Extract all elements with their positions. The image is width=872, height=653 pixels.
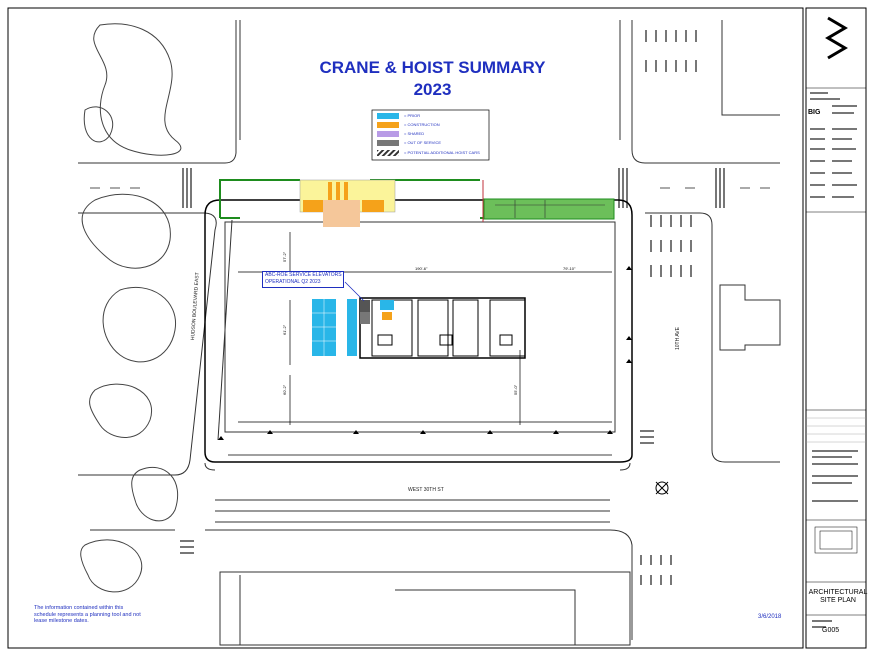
title-block — [806, 16, 866, 616]
sheet-number: G005 — [822, 627, 840, 634]
site-boundary — [204, 199, 633, 463]
callout-line2: OPERATIONAL Q2 2023 — [265, 279, 321, 285]
park-landscape — [80, 23, 182, 593]
page-title: CRANE & HOIST SUMMARY — [319, 58, 546, 77]
street-curbs — [78, 20, 780, 640]
page-subtitle-year: 2023 — [413, 80, 452, 99]
adjacent-buildings — [219, 20, 781, 646]
legend-label-shared: = SHARED — [404, 131, 425, 136]
legend-label-construction: = CONSTRUCTION — [404, 122, 440, 127]
hoist-cars — [312, 299, 394, 356]
sheet-title: ARCHITECTURAL SITE PLAN — [808, 589, 868, 604]
grid-markers — [218, 266, 632, 440]
title-block-text-lines — [810, 92, 858, 628]
callout-line1: ABC-ROE SERVICE ELEVATORS — [265, 272, 342, 278]
dim-label-4: 60'-2" — [282, 384, 287, 395]
legend-label-prior: = PRIOR — [404, 113, 421, 118]
dim-label-1: 79'-10" — [563, 266, 576, 271]
disclaimer-note: The information contained within this sc… — [34, 605, 141, 624]
street-label-east: 10TH AVE — [675, 327, 681, 350]
laydown-area — [483, 198, 615, 220]
dim-label-5: 55'-0" — [513, 384, 518, 395]
crosswalks — [180, 30, 725, 585]
street-label-south: WEST 30TH ST — [408, 487, 444, 493]
elevator-callout: ABC-ROE SERVICE ELEVATORS OPERATIONAL Q2… — [262, 271, 344, 288]
legend-label-out-of-service: = OUT OF SERVICE — [404, 140, 442, 145]
dim-label-0: 190'-6" — [415, 266, 428, 271]
title-block-grid — [806, 417, 866, 443]
dim-label-3: 61'-2" — [282, 324, 287, 335]
hoist-pad — [323, 200, 360, 227]
north-arrow-icon — [655, 481, 669, 495]
issue-date: 3/6/2018 — [758, 614, 782, 620]
firm-logo: BIG — [808, 109, 821, 116]
dimension-labels: 190'-6" 79'-10" 57'-2" 61'-2" 60'-2" 55'… — [282, 251, 576, 395]
dim-label-2: 57'-2" — [282, 251, 287, 262]
legend-label-potential-hoist: = POTENTIAL ADDITIONAL HOIST CARS — [404, 150, 480, 155]
